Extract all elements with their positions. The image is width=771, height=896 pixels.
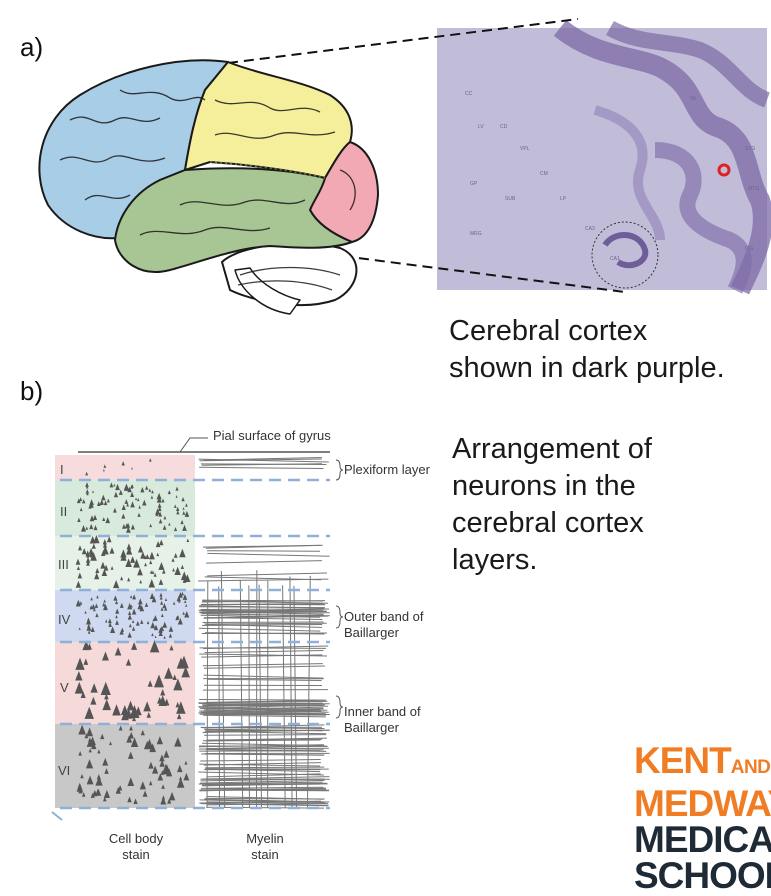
pial-surface-label: Pial surface of gyrus — [213, 428, 331, 444]
svg-text:STG: STG — [745, 146, 755, 152]
logo-medical: MEDICAL — [634, 822, 771, 858]
panel-b-label: b) — [20, 376, 43, 407]
svg-text:GP: GP — [470, 181, 478, 187]
myelin-fiber — [199, 699, 326, 700]
myelin-fiber — [207, 553, 329, 556]
plexiform-brace — [336, 460, 343, 480]
svg-text:ITG: ITG — [745, 246, 753, 252]
radial-fiber — [219, 586, 220, 808]
layer-numeral-6: VI — [58, 763, 70, 778]
outer-band-brace — [336, 606, 343, 628]
logo-medway: MEDWAY — [634, 786, 771, 822]
myelin-fiber — [198, 579, 328, 581]
inner-band-label: Inner band of Baillarger — [344, 704, 421, 736]
logo-kent: KENT — [634, 740, 731, 781]
svg-text:CA3: CA3 — [585, 226, 595, 232]
logo-school: SCHOOL — [634, 858, 771, 894]
cortex-layers-diagram — [0, 420, 445, 875]
layer-numeral-2: II — [60, 504, 67, 519]
radial-fiber — [249, 585, 250, 808]
plexiform-layer-label: Plexiform layer — [344, 462, 430, 478]
layer-numeral-3: III — [58, 557, 69, 572]
layer-band-6 — [55, 724, 195, 808]
logo-and: AND — [731, 757, 771, 778]
layer-band-3 — [55, 536, 195, 590]
myelin-fiber — [208, 679, 322, 680]
myelin-fiber — [207, 573, 327, 576]
outer-band-label: Outer band of Baillarger — [344, 609, 424, 641]
svg-text:CC: CC — [465, 91, 473, 97]
svg-text:SUB: SUB — [505, 196, 516, 202]
myelin-fiber — [206, 774, 320, 777]
svg-text:VPL: VPL — [520, 146, 530, 152]
myelin-fiber — [199, 467, 323, 468]
kmms-logo: KENTAND MEDWAY MEDICAL SCHOOL — [634, 743, 771, 894]
layer-numeral-5: V — [60, 680, 69, 695]
svg-text:CM: CM — [540, 171, 548, 177]
pial-pointer — [180, 438, 208, 452]
myelin-fiber — [204, 623, 326, 624]
svg-text:CD: CD — [500, 124, 508, 130]
myelin-fiber — [206, 561, 322, 564]
myelin-fiber — [204, 666, 325, 668]
inner-band-brace — [336, 696, 343, 718]
caption-cerebral-cortex: Cerebral cortex shown in dark purple. — [449, 313, 769, 387]
svg-text:LV: LV — [478, 124, 484, 130]
svg-text:CA1: CA1 — [610, 256, 620, 262]
layer-band-4 — [55, 590, 195, 642]
layer-band-1 — [55, 455, 195, 480]
myelin-fiber — [201, 464, 326, 465]
layer-numeral-4: IV — [58, 612, 70, 627]
layer-numeral-1: I — [60, 462, 64, 477]
myelin-fiber — [204, 675, 324, 678]
svg-text:Sh: Sh — [690, 96, 696, 102]
brain-illustration — [39, 60, 378, 314]
myelin-fiber — [203, 664, 323, 666]
myelin-fiber — [205, 767, 324, 768]
myelin-fiber — [202, 777, 330, 779]
logo-line-1: KENTAND — [634, 743, 771, 786]
svg-text:LP: LP — [560, 196, 567, 202]
svg-text:MTG: MTG — [748, 186, 759, 192]
svg-text:MRG: MRG — [470, 231, 482, 237]
myelin-fiber — [200, 759, 320, 761]
radial-fiber — [207, 581, 208, 808]
cell-body-stain-label: Cell body stain — [96, 831, 176, 863]
caption-neuron-arrangement: Arrangement of neurons in the cerebral c… — [452, 431, 752, 579]
myelin-stain-label: Myelin stain — [230, 831, 300, 863]
